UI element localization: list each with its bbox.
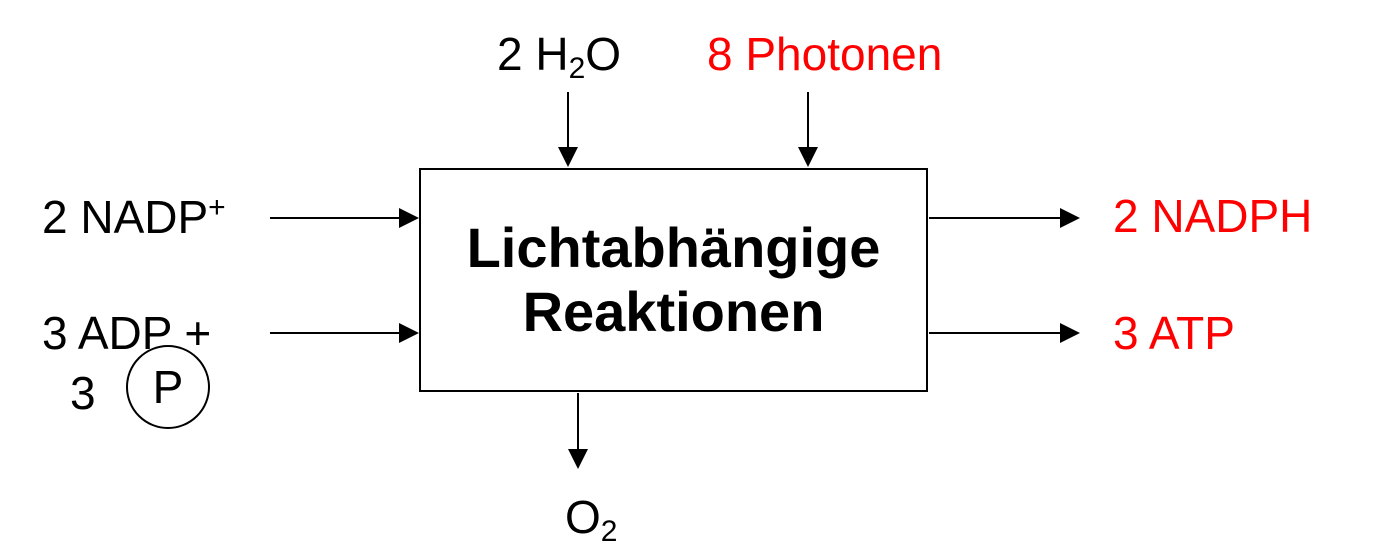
photons-arrow (798, 92, 818, 167)
oxygen-subscript: 2 (600, 515, 618, 548)
adp-arrow (270, 323, 419, 343)
atp-arrow (929, 323, 1080, 343)
process-title-line2: Reaktionen (522, 280, 825, 343)
water-rest: O (585, 28, 622, 80)
nadph-label: 2 NADPH (1113, 190, 1313, 242)
oxygen-element: O (565, 491, 601, 543)
nadp-text: 2 NADP (42, 191, 209, 243)
nadp-label: 2 NADP+ (42, 191, 226, 243)
process-box: Lichtabhängige Reaktionen (419, 168, 928, 392)
atp-label: 3 ATP (1113, 307, 1235, 359)
phosphate-symbol: P (152, 361, 184, 413)
water-coefficient: 2 H (497, 28, 569, 80)
nadph-arrow (929, 208, 1080, 228)
nadp-superscript: + (208, 191, 226, 224)
photons-label: 8 Photonen (707, 28, 943, 80)
oxygen-label: O2 (565, 494, 617, 547)
oxygen-arrow (568, 393, 588, 469)
water-arrow (558, 92, 578, 167)
phosphate-circle-icon: P (126, 345, 210, 429)
phosphate-coefficient: 3 (70, 367, 96, 419)
water-subscript: 2 (568, 52, 586, 85)
nadp-arrow (270, 208, 419, 228)
water-label: 2 H2O (497, 31, 621, 84)
process-title-line1: Lichtabhängige (466, 216, 881, 279)
